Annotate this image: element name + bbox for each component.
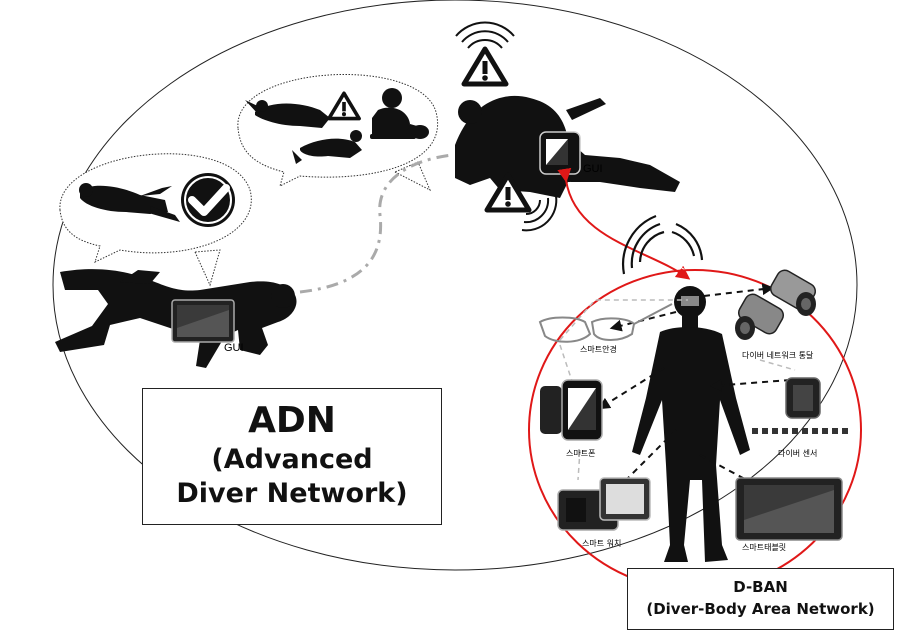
warning-icon	[464, 49, 506, 84]
label-smart-phone: 스마트폰	[566, 449, 595, 458]
smart-glasses	[538, 303, 673, 343]
check-icon	[181, 173, 235, 227]
small-diver-2	[292, 130, 362, 164]
dban-subtitle: (Diver-Body Area Network)	[646, 600, 875, 618]
tablet-device-left	[171, 299, 235, 343]
dban-title: D-BAN	[733, 578, 788, 596]
label-smart-glasses: 스마트안경	[580, 344, 617, 354]
diver-link-line	[299, 153, 453, 294]
wireless-signal-icon	[521, 195, 558, 232]
network-module	[735, 269, 817, 340]
red-link-arrow	[557, 167, 691, 280]
adn-subtitle-line1: (Advanced	[211, 444, 373, 475]
label-network-module: 다이버 네트워크 통달	[742, 350, 814, 360]
dban-label-box: D-BAN (Diver-Body Area Network)	[627, 568, 894, 630]
gui-label-left: GUI	[224, 342, 244, 354]
adn-label-box: ADN (Advanced Diver Network)	[142, 388, 442, 525]
label-smart-tablet: 스마트태블릿	[742, 542, 786, 552]
adn-subtitle-line2: Diver Network)	[176, 478, 408, 509]
cpr-icon	[370, 88, 429, 139]
network-boundary	[52, 0, 858, 571]
dban-diver	[632, 286, 750, 562]
dive-mask	[681, 296, 699, 306]
wireless-signal-icon	[622, 214, 704, 275]
label-diver-sensor: 다이버 센서	[778, 448, 817, 458]
red-link-arrow-inner	[569, 181, 689, 273]
small-diver-1	[245, 100, 330, 128]
gui-label-top: GUI	[583, 163, 603, 175]
smart-tablet	[735, 477, 843, 541]
adn-title: ADN	[248, 400, 336, 441]
small-diver-ok	[79, 183, 180, 222]
wireless-signal-icon	[455, 21, 515, 49]
smartwatch-device-top	[539, 131, 581, 175]
smart-phone	[540, 379, 603, 441]
smart-watch	[557, 477, 651, 531]
label-smart-watch: 스마트 워치	[582, 539, 621, 548]
diver-sensor	[752, 377, 848, 434]
